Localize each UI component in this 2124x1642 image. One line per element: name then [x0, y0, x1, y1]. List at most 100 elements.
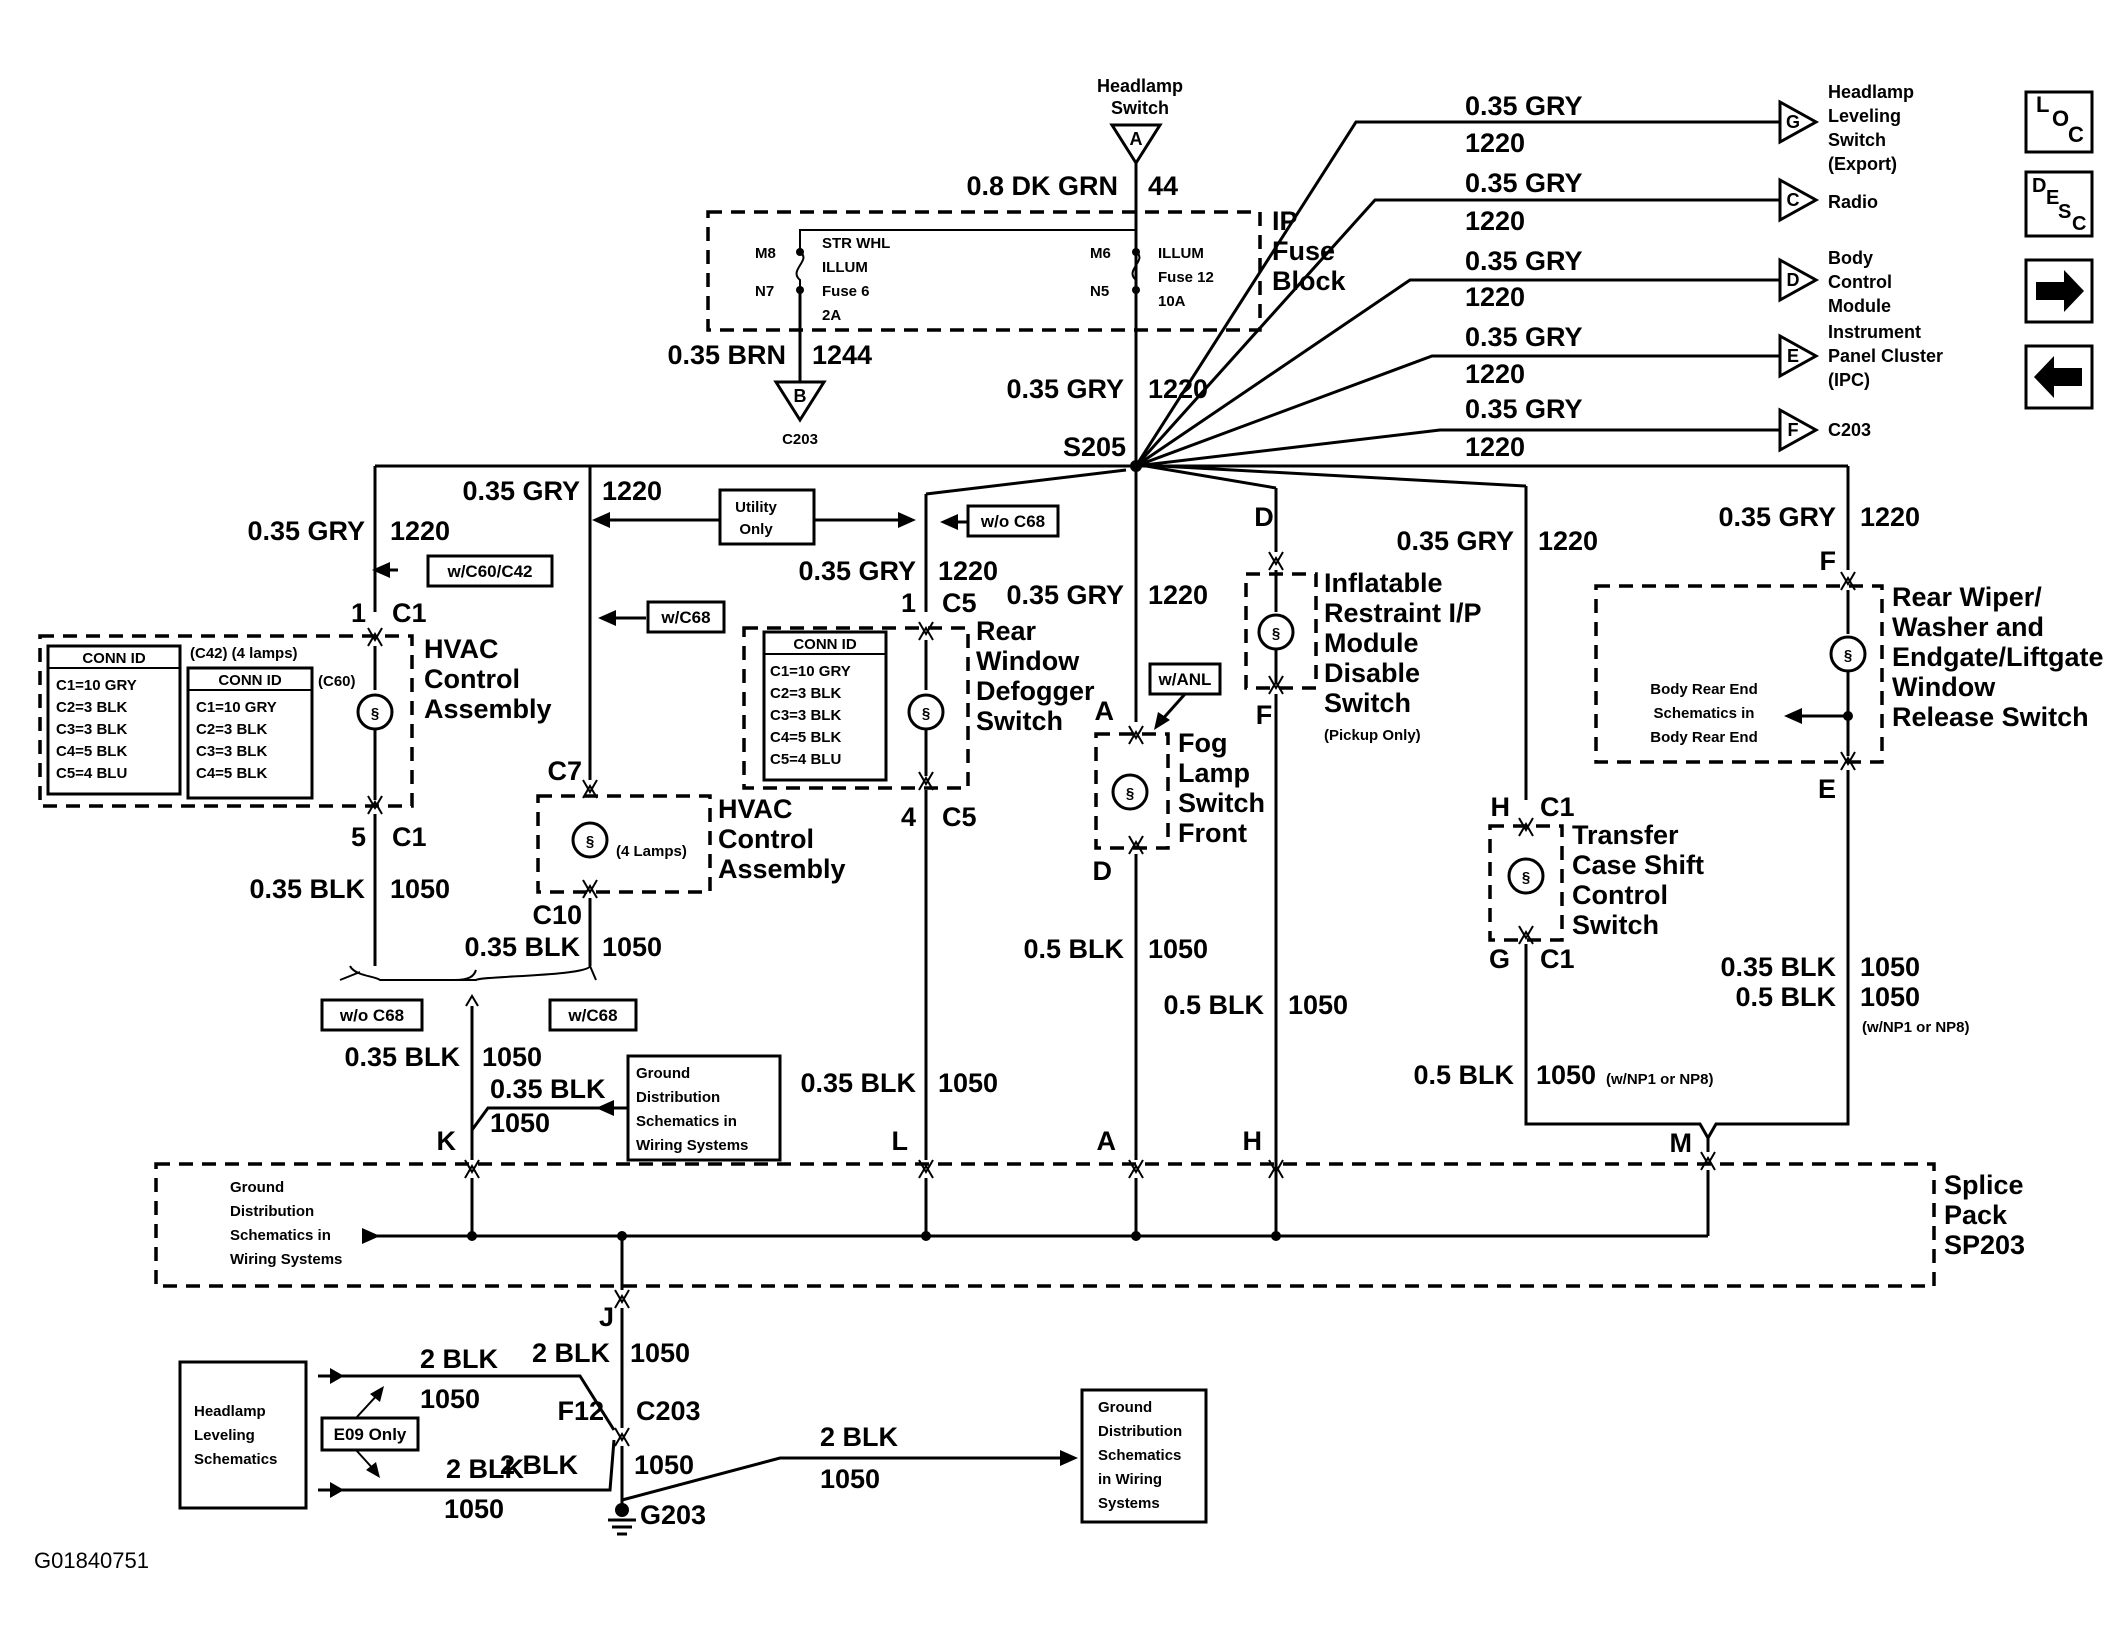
defog-title-4: Switch	[976, 706, 1063, 736]
pin-m8: M8	[755, 245, 776, 262]
hvac-mid-1220: 1220	[602, 476, 662, 506]
s205-gry-color: 0.35 GRY	[1006, 374, 1124, 404]
fuse12-l3: 10A	[1158, 293, 1186, 310]
connid-a-r3: C3=3 BLK	[56, 721, 127, 738]
connid-b-r4: C4=5 BLK	[196, 765, 267, 782]
splice-pin-a: A	[1097, 1126, 1117, 1156]
wiper-box	[1594, 584, 1884, 764]
ground-icon	[608, 1503, 636, 1536]
transfer-1220: 1220	[1538, 526, 1598, 556]
brn-wire-circuit: 1244	[812, 340, 872, 370]
hvac-left-blk: 0.35 BLK	[249, 874, 365, 904]
dest-g-3: Switch	[1828, 130, 1886, 150]
nav-loc-button[interactable]: L O C	[2024, 90, 2094, 154]
connector-a-letter: A	[1130, 129, 1143, 149]
hl-lev-2: Leveling	[194, 1427, 255, 1444]
nav-desc-button[interactable]: D E S C	[2024, 170, 2094, 238]
fuse12-l2: Fuse 12	[1158, 269, 1214, 286]
fuse12-l1: ILLUM	[1158, 245, 1204, 262]
transfer-box	[1488, 824, 1564, 942]
gd-top-2: Distribution	[636, 1089, 720, 1106]
bot-2blk-3: 2 BLK	[500, 1450, 579, 1480]
bulb-icon-wiper: §	[1844, 647, 1852, 664]
dest-c-1: Radio	[1828, 192, 1878, 212]
bulb-icon-hvac-left: §	[371, 705, 379, 722]
wiper-title-4: Window	[1892, 672, 1996, 702]
out-conn-f: F	[1788, 420, 1799, 440]
inflatable-pin-f: F	[1256, 700, 1273, 730]
fanout-labels: 0.35 GRY 1220 0.35 GRY 1220 0.35 GRY 122…	[1465, 91, 1583, 462]
bulb-icon-defog: §	[922, 705, 930, 722]
wiper-pin-e: E	[1818, 774, 1836, 804]
hl-lev-3: Schematics	[194, 1451, 277, 1468]
wiper-bodyrear-2: Schematics in	[1654, 705, 1755, 722]
hvac-left-pin5: 5	[351, 822, 366, 852]
main-bus	[373, 464, 1850, 800]
inflatable-blk: 0.5 BLK	[1163, 990, 1264, 1020]
connid-b-hdr: CONN ID	[218, 672, 282, 689]
e09-box	[320, 1416, 420, 1452]
hvac-left-box	[38, 634, 414, 808]
nav-next-button[interactable]	[2024, 258, 2094, 324]
transfer-title-2: Case Shift	[1572, 850, 1704, 880]
bot-1050-2: 1050	[444, 1494, 504, 1524]
nav-prev-button[interactable]	[2024, 344, 2094, 410]
nav-desc-s: S	[2058, 201, 2071, 223]
output-connectors: G C D E F	[1778, 99, 1820, 453]
wiper-title-1: Rear Wiper/	[1892, 582, 2042, 612]
inflatable-pin-d: D	[1254, 502, 1274, 532]
wiper-blk2: 0.5 BLK	[1735, 982, 1836, 1012]
bulb-icon-fog: §	[1126, 785, 1134, 802]
ground-dist-box-bottom	[1080, 1388, 1208, 1524]
connector-a-triangle	[1109, 123, 1163, 166]
bulb-icon-inflatable: §	[1272, 625, 1280, 642]
nav-loc-c: C	[2068, 122, 2084, 147]
out-conn-e: E	[1787, 346, 1799, 366]
wiper-blk1: 0.35 BLK	[1720, 952, 1836, 982]
fog-blk: 0.5 BLK	[1023, 934, 1124, 964]
defog-c5-bot: C5	[942, 802, 977, 832]
wiper-1050-a: 1050	[1860, 952, 1920, 982]
connid-b-r3: C3=3 BLK	[196, 743, 267, 760]
hvac-left-gry: 0.35 GRY	[247, 516, 365, 546]
defog-gry: 0.35 GRY	[798, 556, 916, 586]
splice-pin-h: H	[1243, 1126, 1263, 1156]
bot-2blk-1: 2 BLK	[420, 1344, 499, 1374]
splice-gd-3: Schematics in	[230, 1227, 331, 1244]
inflatable-note: (Pickup Only)	[1324, 727, 1421, 744]
out-c-color: 0.35 GRY	[1465, 168, 1583, 198]
out-conn-d: D	[1787, 270, 1800, 290]
ip-fuse-block-label-3: Block	[1272, 266, 1347, 296]
gd-bot-3: Schematics	[1098, 1447, 1181, 1464]
connid-b-r2: C2=3 BLK	[196, 721, 267, 738]
hvac-mid-title-2: Control	[718, 824, 814, 854]
dest-d-3: Module	[1828, 296, 1891, 316]
dest-g-4: (Export)	[1828, 154, 1897, 174]
bot-2blk-4: 2 BLK	[820, 1422, 899, 1452]
out-c-circuit: 1220	[1465, 206, 1525, 236]
pin-n7: N7	[755, 283, 774, 300]
transfer-1050: 1050	[1536, 1060, 1596, 1090]
bot-c203: C203	[636, 1396, 701, 1426]
bot-1050-1: 1050	[420, 1384, 480, 1414]
transfer-pin-h: H	[1491, 792, 1511, 822]
c60-note: (C60)	[318, 673, 356, 690]
connector-b-triangle	[773, 380, 827, 423]
pin-m6: M6	[1090, 245, 1111, 262]
hvac-mid-title-1: HVAC	[718, 794, 793, 824]
wiper-bodyrear-1: Body Rear End	[1650, 681, 1758, 698]
gd-bot-4: in Wiring	[1098, 1471, 1162, 1488]
fog-pin-a: A	[1095, 696, 1115, 726]
defog-1220: 1220	[938, 556, 998, 586]
defog-pin4: 4	[901, 802, 916, 832]
splice-pin-k: K	[437, 1126, 457, 1156]
fanout-wires	[1134, 120, 1780, 468]
inflatable-title-4: Disable	[1324, 658, 1420, 688]
fuse6-l4: 2A	[822, 307, 841, 324]
c42-note: (C42) (4 lamps)	[190, 645, 298, 662]
splice-gd-2: Distribution	[230, 1203, 314, 1220]
fog-title-1: Fog	[1178, 728, 1227, 758]
defog-title-1: Rear	[976, 616, 1037, 646]
